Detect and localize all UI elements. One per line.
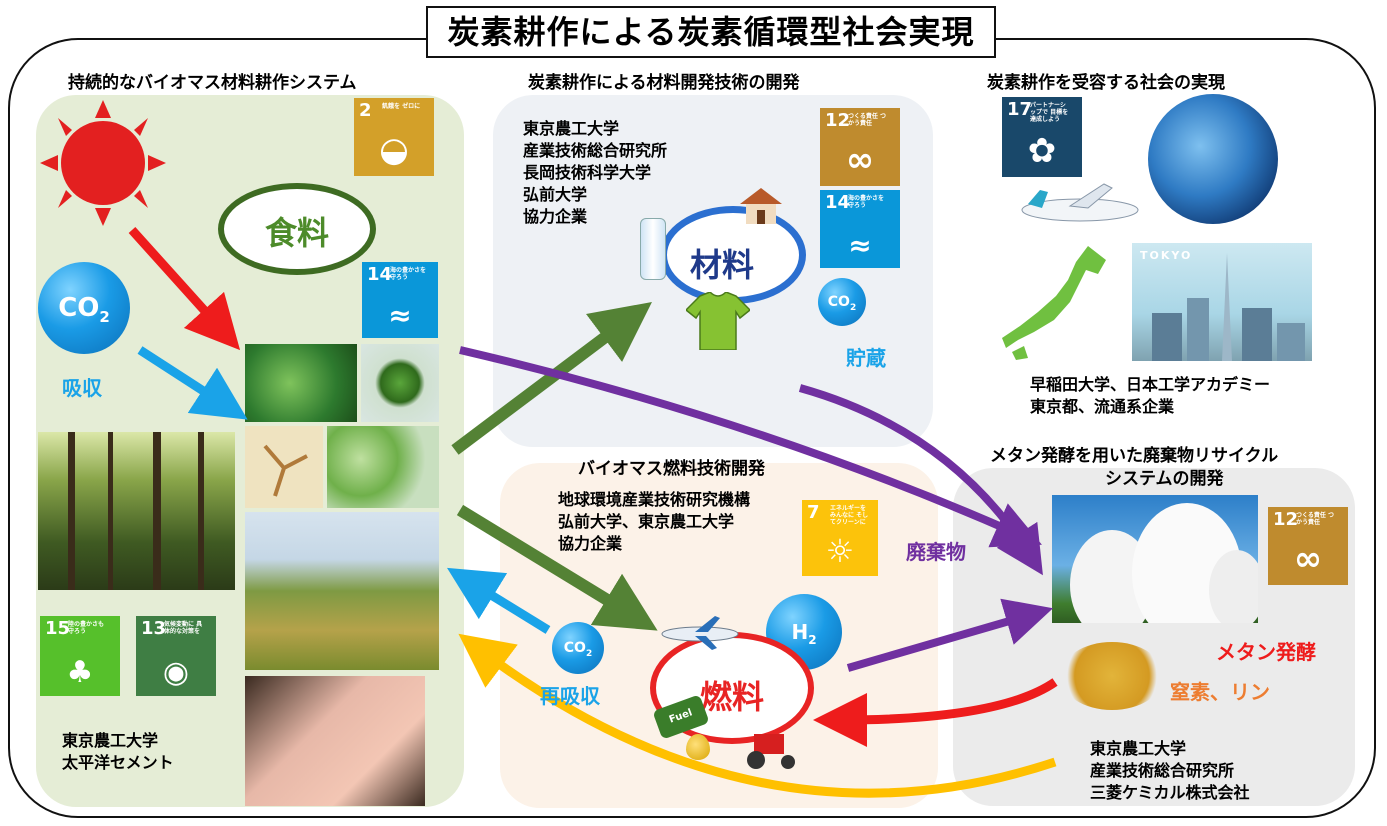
page-title: 炭素耕作による炭素循環型社会実現 bbox=[426, 6, 996, 58]
org-item: 東京農工大学 bbox=[1090, 739, 1187, 758]
co2-bubble: CO2 bbox=[38, 262, 130, 354]
tower bbox=[1222, 253, 1232, 361]
diatom-shape bbox=[263, 444, 308, 497]
org-item: 弘前大学 bbox=[523, 185, 588, 204]
co2-bubble: CO2 bbox=[552, 622, 604, 674]
reabsorb-label: 再吸収 bbox=[540, 684, 600, 708]
algae-photo-2 bbox=[361, 344, 439, 422]
food-label: 食料 bbox=[265, 214, 330, 252]
society-org-list: 早稲田大学、日本工学アカデミー 東京都、流通系企業 bbox=[1030, 374, 1270, 418]
methane-to-fuel-arrow bbox=[813, 678, 1058, 747]
org-item: 太平洋セメント bbox=[62, 753, 174, 772]
diatom-photo bbox=[245, 426, 323, 508]
biomass-waste-arrow bbox=[459, 346, 1042, 548]
org-item: 東京都、流通系企業 bbox=[1030, 397, 1175, 416]
material-label: 材料 bbox=[690, 246, 755, 284]
earth-icon bbox=[1148, 94, 1278, 224]
digester-photo bbox=[1052, 495, 1258, 623]
org-item: 地球環境産業技術研究機構 bbox=[558, 490, 751, 509]
biomass-section-title: 持続的なバイオマス材料耕作システム bbox=[68, 73, 357, 93]
tokyo-skyline-photo: TOKYO bbox=[1132, 243, 1312, 361]
org-item: 協力企業 bbox=[523, 207, 588, 226]
bottle-icon bbox=[640, 218, 666, 280]
sun-icon bbox=[40, 100, 166, 226]
storage-label: 貯蔵 bbox=[846, 346, 886, 370]
rice-field-photo bbox=[245, 512, 439, 670]
org-item: 東京農工大学 bbox=[62, 731, 159, 750]
biomass-to-fuel-arrow bbox=[456, 504, 658, 631]
tree-trunk bbox=[108, 432, 113, 590]
tree-trunk bbox=[153, 432, 161, 590]
methane-org-list: 東京農工大学 産業技術総合研究所 三菱ケミカル株式会社 bbox=[1090, 738, 1250, 804]
materials-org-list: 東京農工大学 産業技術総合研究所 長岡技術科学大学 弘前大学 協力企業 bbox=[523, 118, 667, 228]
tree-trunk bbox=[68, 432, 75, 590]
society-section-title: 炭素耕作を受容する社会の実現 bbox=[987, 73, 1225, 93]
algae-photo-1 bbox=[245, 344, 357, 422]
co2-reabsorb-arrow bbox=[447, 567, 551, 634]
fuel-section-title: バイオマス燃料技術開発 bbox=[578, 459, 765, 479]
building bbox=[1187, 298, 1209, 361]
co2-absorb-arrow bbox=[137, 346, 248, 420]
materials-section-title: 炭素耕作による材料開発技術の開発 bbox=[528, 73, 800, 93]
sunlight-arrow bbox=[128, 226, 241, 351]
building bbox=[1277, 323, 1305, 361]
pig-photo bbox=[245, 676, 425, 806]
nitrogen-phosphorus-label: 窒素、リン bbox=[1170, 680, 1270, 704]
digester-tank bbox=[1070, 530, 1154, 623]
airplane-icon bbox=[1018, 180, 1140, 236]
org-item: 産業技術総合研究所 bbox=[1090, 761, 1235, 780]
material-waste-arrow bbox=[798, 384, 1043, 576]
absorb-label: 吸収 bbox=[62, 376, 102, 400]
org-item: 東京農工大学 bbox=[523, 119, 620, 138]
biomass-org-list: 東京農工大学 太平洋セメント bbox=[62, 730, 174, 774]
tokyo-label: TOKYO bbox=[1140, 249, 1193, 262]
methane-section-title-line2: システムの開発 bbox=[1105, 469, 1224, 489]
fuel-org-list: 地球環境産業技術研究機構 弘前大学、東京農工大学 協力企業 bbox=[558, 489, 750, 555]
fuel-label: 燃料 bbox=[700, 678, 765, 716]
biomass-to-material-arrow bbox=[451, 301, 652, 455]
tractor-icon bbox=[740, 726, 802, 770]
waste-label: 廃棄物 bbox=[906, 540, 966, 564]
org-item: 協力企業 bbox=[558, 534, 623, 553]
nutrient-return-arrow bbox=[458, 633, 1057, 798]
house-icon bbox=[740, 188, 782, 224]
tshirt-icon bbox=[684, 291, 752, 351]
oil-drop-icon bbox=[686, 734, 710, 760]
org-item: 産業技術総合研究所 bbox=[523, 141, 668, 160]
japan-map-icon bbox=[998, 240, 1116, 362]
building bbox=[1242, 308, 1272, 361]
food-ellipse bbox=[218, 183, 376, 275]
org-item: 長岡技術科学大学 bbox=[523, 163, 652, 182]
digester-tank bbox=[1209, 550, 1258, 623]
tree-trunk bbox=[198, 432, 204, 590]
forest-photo bbox=[38, 432, 235, 590]
fuel-waste-arrow bbox=[846, 598, 1054, 672]
algae-photo-3 bbox=[327, 426, 439, 508]
co2-bubble: CO2 bbox=[818, 278, 866, 326]
methane-section-title-line1: メタン発酵を用いた廃棄物リサイクル bbox=[990, 446, 1279, 466]
org-item: 弘前大学、東京農工大学 bbox=[558, 512, 735, 531]
org-item: 早稲田大学、日本工学アカデミー bbox=[1030, 375, 1271, 394]
compost-photo bbox=[1060, 642, 1164, 710]
building bbox=[1152, 313, 1182, 361]
airplane-icon bbox=[660, 614, 740, 652]
methane-fermentation-label: メタン発酵 bbox=[1216, 640, 1316, 664]
org-item: 三菱ケミカル株式会社 bbox=[1090, 783, 1250, 802]
